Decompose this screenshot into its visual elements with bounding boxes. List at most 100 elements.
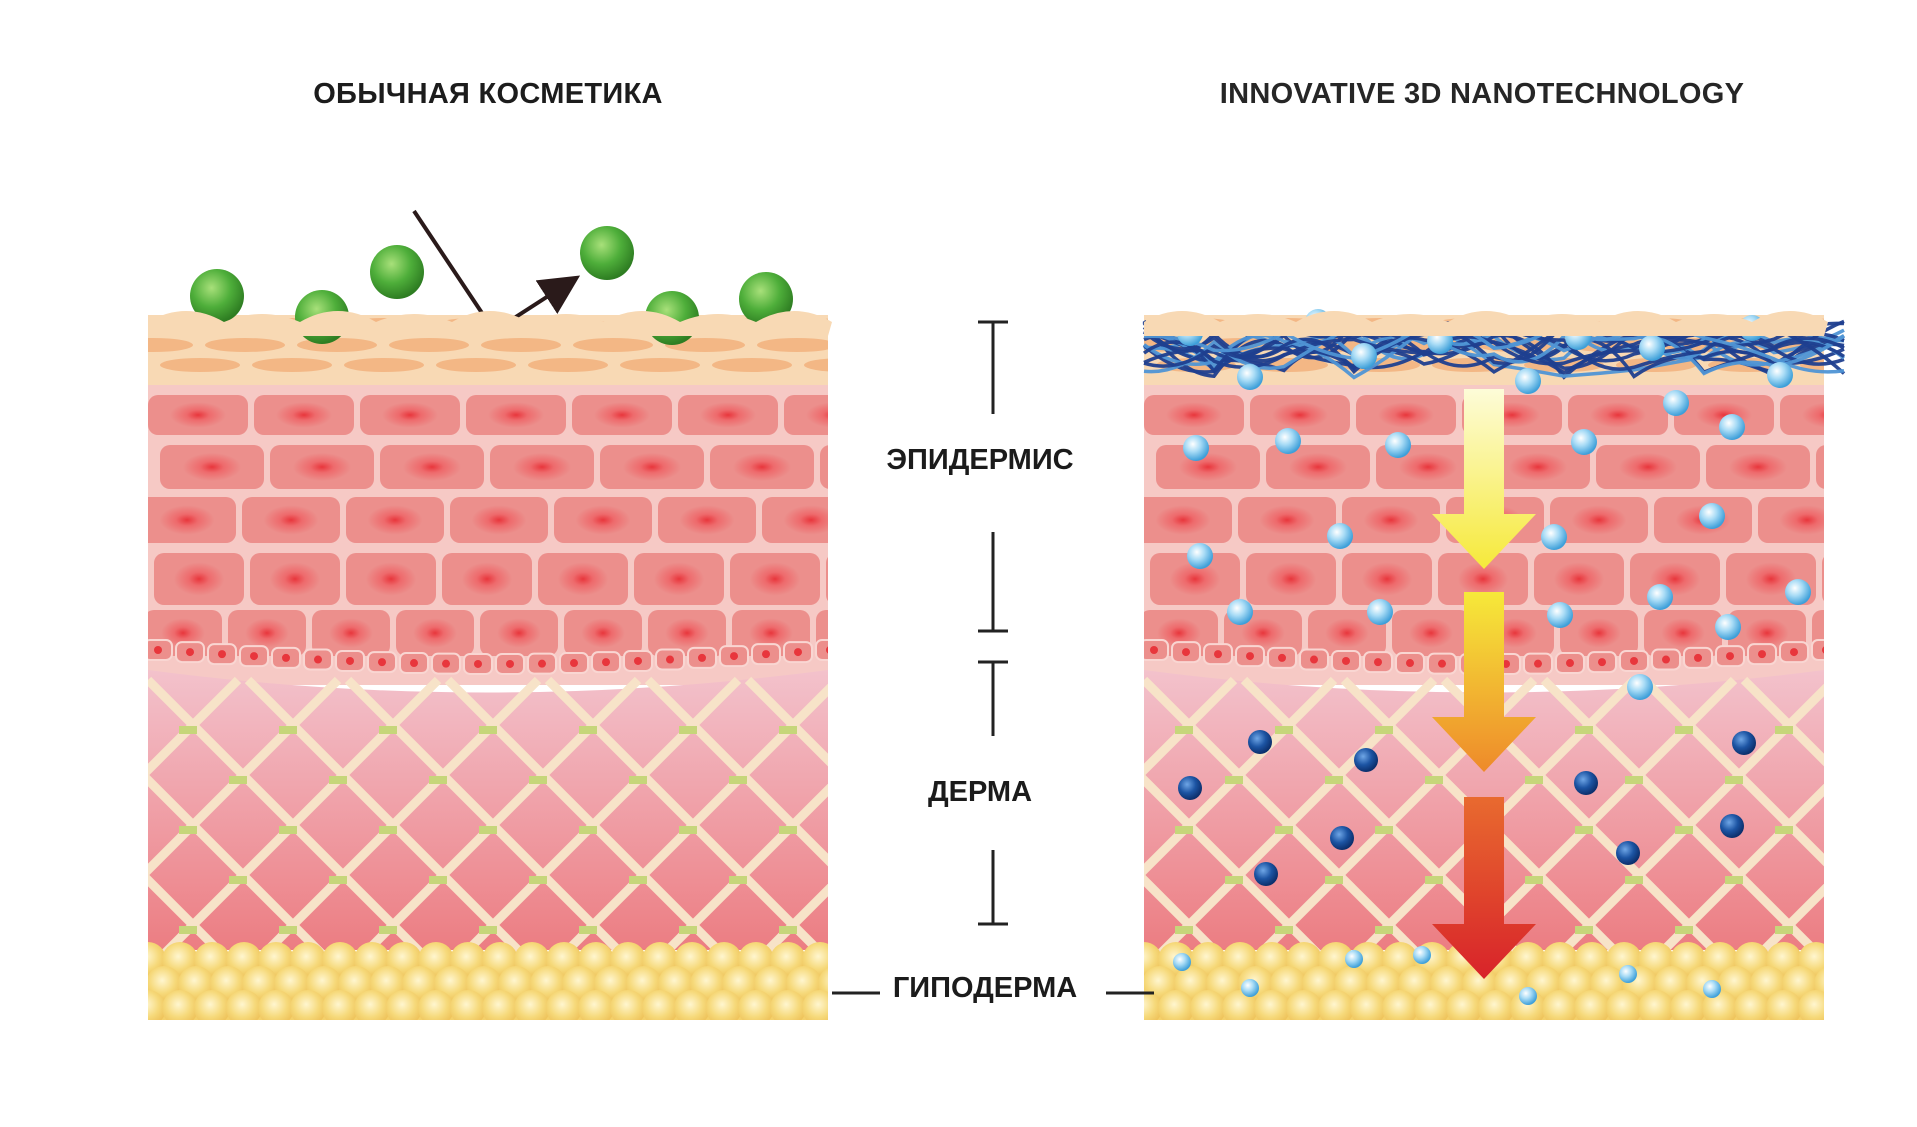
basal-nucleus [666,655,674,664]
fat-cell [322,990,358,1020]
cell-nucleus [1661,618,1705,648]
corneum-cell [436,358,516,372]
nano-particle-small [1619,965,1637,983]
fat-cell [642,990,678,1020]
nano-mesh-fiber [1143,319,1845,365]
fiber-node [1575,826,1593,834]
basal-nucleus [826,646,828,654]
basal-nucleus [506,659,514,668]
title-nanotechnology: INNOVATIVE 3D NANOTECHNOLOGY [1219,78,1745,110]
cell-nucleus [622,452,682,482]
fat-cell [610,990,646,1020]
cell-nucleus [173,562,225,596]
nano-particle-small [1173,953,1191,971]
nano-mesh-fiber [1143,317,1845,374]
nano-particle-dark [1330,826,1354,850]
fiber-node [1675,926,1693,934]
nano-particle-dark [1574,771,1598,795]
corneum-cell [620,358,700,372]
cell-nucleus [575,505,631,535]
cell-nucleus [594,402,650,428]
basal-nucleus [1182,648,1190,657]
fiber-node [1725,776,1743,784]
nano-particle-light [1515,368,1541,394]
basal-nucleus [154,646,162,654]
basal-nucleus [314,655,322,664]
nano-particle-light [1571,429,1597,455]
nano-particle-dark [1354,748,1378,772]
cell-nucleus [1508,452,1568,482]
cell-nucleus [732,452,792,482]
fiber-node [179,826,197,834]
cell-nucleus [912,402,968,428]
fiber-node [529,776,547,784]
basal-nucleus [1374,658,1382,667]
nano-mesh-fiber [1143,323,1846,376]
fiber-node [1425,876,1443,884]
fiber-node [629,776,647,784]
fiber-node [1375,926,1393,934]
cell-nucleus [292,452,352,482]
nano-particle-dark [1178,776,1202,800]
corneum-cell [205,338,285,352]
fat-cell [354,990,390,1020]
basal-cell [815,639,828,661]
fat-cell [1158,990,1194,1020]
fat-cell [148,990,166,1020]
basal-nucleus [1310,655,1318,664]
epidermis-cell [820,445,828,489]
nano-particle-light [1719,414,1745,440]
nano-particle-light [1351,343,1377,369]
basal-nucleus [1438,659,1446,668]
basal-nucleus [1790,648,1798,657]
fiber-node [1325,776,1343,784]
label-epidermis: ЭПИДЕРМИС [886,444,1074,476]
nano-particle-dark [1248,730,1272,754]
cell-nucleus [1493,618,1537,648]
cell-nucleus [806,402,828,428]
fiber-node [679,726,697,734]
corneum-cell [712,358,792,372]
nano-particle-light [1663,390,1689,416]
epidermis-cell [784,395,828,435]
fat-cell [1510,990,1546,1020]
basal-nucleus [1726,652,1734,661]
fiber-node [429,876,447,884]
corneum-cell [804,358,828,372]
nano-particle-light [1327,523,1353,549]
fat-cell [738,990,774,1020]
label-hypodermis: ГИПОДЕРМА [892,972,1078,1004]
fiber-node [1375,726,1393,734]
cell-nucleus [488,402,544,428]
fiber-node [279,926,297,934]
fiber-node [229,776,247,784]
fat-cell [1190,990,1226,1020]
cell-nucleus [367,505,423,535]
corneum-cell [1064,318,1144,332]
corneum-cell [160,358,240,372]
nano-particle-light [1541,524,1567,550]
basal-nucleus [282,653,290,662]
basal-nucleus [1630,656,1638,665]
fiber-node [1525,776,1543,784]
green-molecule [370,245,424,299]
basal-nucleus [1662,655,1670,664]
fat-cell [674,990,710,1020]
cell-nucleus [1169,562,1221,596]
fiber-node [1275,726,1293,734]
fiber-node [379,826,397,834]
fiber-node [379,726,397,734]
fiber-node [529,876,547,884]
cell-nucleus [1241,618,1285,648]
fiber-node [479,826,497,834]
fiber-node [179,726,197,734]
cell-nucleus [1553,562,1605,596]
cell-nucleus [161,618,205,648]
nano-particle-light [1547,602,1573,628]
cell-nucleus [700,402,756,428]
nano-particle-light [1187,543,1213,569]
collagen-fiber [644,783,828,974]
epidermis-cell [1896,610,1917,656]
cell-nucleus [1378,402,1434,428]
